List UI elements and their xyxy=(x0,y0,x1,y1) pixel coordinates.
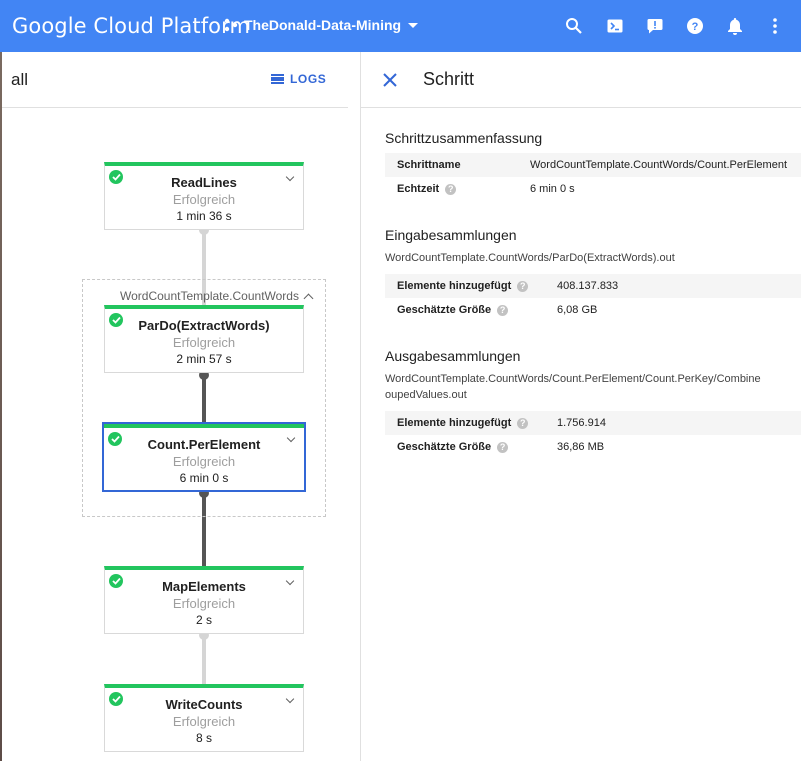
app-brand[interactable]: Google Cloud Platform xyxy=(12,14,251,38)
step-time: 6 min 0 s xyxy=(179,471,229,485)
logs-label: LOGS xyxy=(290,72,327,86)
edge-connector xyxy=(202,492,206,567)
step-name: Count.PerElement xyxy=(147,437,261,452)
section-heading: Schrittzusammenfassung xyxy=(385,130,543,146)
project-selector[interactable]: TheDonald-Data-Mining xyxy=(224,17,419,33)
step-name: MapElements xyxy=(162,579,246,594)
divider xyxy=(361,107,801,108)
edge-port xyxy=(199,225,209,235)
row-key: Echtzeit? xyxy=(397,183,457,195)
panel-title: Schritt xyxy=(423,69,475,89)
svg-text:?: ? xyxy=(692,21,699,33)
cloud-shell-icon[interactable] xyxy=(605,16,625,36)
row-key: Elemente hinzugefügt? xyxy=(397,417,529,429)
step-name: ParDo(ExtractWords) xyxy=(138,318,270,333)
step-node-extractwords[interactable]: ParDo(ExtractWords) Erfolgreich 2 min 57… xyxy=(104,305,304,373)
step-time: 1 min 36 s xyxy=(176,209,232,223)
section-heading: Eingabesammlungen xyxy=(385,227,517,243)
output-row-elements-added: Elemente hinzugefügt? 1.756.914 xyxy=(385,411,801,435)
input-row-estimated-size: Geschätzte Größe? 6,08 GB xyxy=(385,298,801,322)
check-circle-icon xyxy=(109,170,123,184)
close-icon[interactable] xyxy=(381,71,399,89)
edge-port xyxy=(199,370,209,380)
search-icon[interactable] xyxy=(564,16,584,36)
row-value: WordCountTemplate.CountWords/Count.PerEl… xyxy=(530,159,787,171)
panel-divider xyxy=(360,52,361,761)
row-key: Geschätzte Größe? xyxy=(397,441,509,453)
summary-row-step-name: Schrittname WordCountTemplate.CountWords… xyxy=(385,153,801,177)
edge-connector xyxy=(202,634,206,686)
step-status: Erfolgreich xyxy=(172,454,236,469)
chevron-down-icon xyxy=(408,22,419,28)
collection-name-line-1: WordCountTemplate.CountWords/Count.PerEl… xyxy=(385,373,761,385)
summary-row-wall-time: Echtzeit? 6 min 0 s xyxy=(385,177,801,201)
divider xyxy=(2,107,348,108)
group-label[interactable]: WordCountTemplate.CountWords xyxy=(120,289,314,303)
step-status: Erfolgreich xyxy=(172,596,236,611)
composite-step-group xyxy=(82,279,326,517)
alert-icon[interactable] xyxy=(645,16,665,36)
step-node-count-perelement[interactable]: Count.PerElement Erfolgreich 6 min 0 s xyxy=(102,422,306,492)
row-key: Schrittname xyxy=(397,159,461,171)
help-icon[interactable]: ? xyxy=(497,441,509,453)
help-icon[interactable]: ? xyxy=(685,16,705,36)
step-status: Erfolgreich xyxy=(172,192,236,207)
collection-name: WordCountTemplate.CountWords/ParDo(Extra… xyxy=(385,252,675,264)
output-row-estimated-size: Geschätzte Größe? 36,86 MB xyxy=(385,435,801,459)
step-status: Erfolgreich xyxy=(172,714,236,729)
step-node-readlines[interactable]: ReadLines Erfolgreich 1 min 36 s xyxy=(104,162,304,230)
row-value: 6,08 GB xyxy=(557,304,598,316)
edge-connector xyxy=(202,373,206,423)
row-value: 36,86 MB xyxy=(557,441,605,453)
notifications-icon[interactable] xyxy=(725,16,745,36)
step-time: 2 min 57 s xyxy=(176,352,232,366)
row-value: 6 min 0 s xyxy=(530,183,575,195)
project-icon xyxy=(224,18,238,32)
check-circle-icon xyxy=(109,313,123,327)
check-circle-icon xyxy=(109,692,123,706)
graph-title: all xyxy=(11,70,29,89)
row-value: 1.756.914 xyxy=(557,417,606,429)
window-edge xyxy=(0,52,2,761)
step-time: 2 s xyxy=(195,613,212,627)
edge-port xyxy=(199,488,209,498)
step-name: ReadLines xyxy=(171,175,237,190)
help-icon[interactable]: ? xyxy=(445,183,457,195)
row-key: Elemente hinzugefügt? xyxy=(397,280,529,292)
collection-name-line-2: oupedValues.out xyxy=(385,389,467,401)
project-name: TheDonald-Data-Mining xyxy=(244,17,402,33)
check-circle-icon xyxy=(108,432,122,446)
check-circle-icon xyxy=(109,574,123,588)
input-row-elements-added: Elemente hinzugefügt? 408.137.833 xyxy=(385,274,801,298)
top-app-bar: Google Cloud Platform TheDonald-Data-Min… xyxy=(0,0,801,52)
group-name: WordCountTemplate.CountWords xyxy=(120,289,299,303)
section-heading: Ausgabesammlungen xyxy=(385,348,521,364)
help-icon[interactable]: ? xyxy=(517,280,529,292)
step-name: WriteCounts xyxy=(165,697,243,712)
help-icon[interactable]: ? xyxy=(497,304,509,316)
step-node-writecounts[interactable]: WriteCounts Erfolgreich 8 s xyxy=(104,684,304,752)
graph-header: all LOGS xyxy=(2,52,360,108)
status-strip xyxy=(104,424,304,428)
chevron-up-icon[interactable] xyxy=(303,293,314,303)
row-value: 408.137.833 xyxy=(557,280,619,292)
row-key: Geschätzte Größe? xyxy=(397,304,509,316)
logs-list-icon xyxy=(271,74,284,84)
edge-connector xyxy=(202,230,206,308)
step-time: 8 s xyxy=(195,731,212,745)
logs-button[interactable]: LOGS xyxy=(271,72,326,86)
more-vert-icon[interactable] xyxy=(765,16,785,36)
help-icon[interactable]: ? xyxy=(517,417,529,429)
step-status: Erfolgreich xyxy=(172,335,236,350)
step-node-mapelements[interactable]: MapElements Erfolgreich 2 s xyxy=(104,566,304,634)
edge-port xyxy=(199,630,209,640)
